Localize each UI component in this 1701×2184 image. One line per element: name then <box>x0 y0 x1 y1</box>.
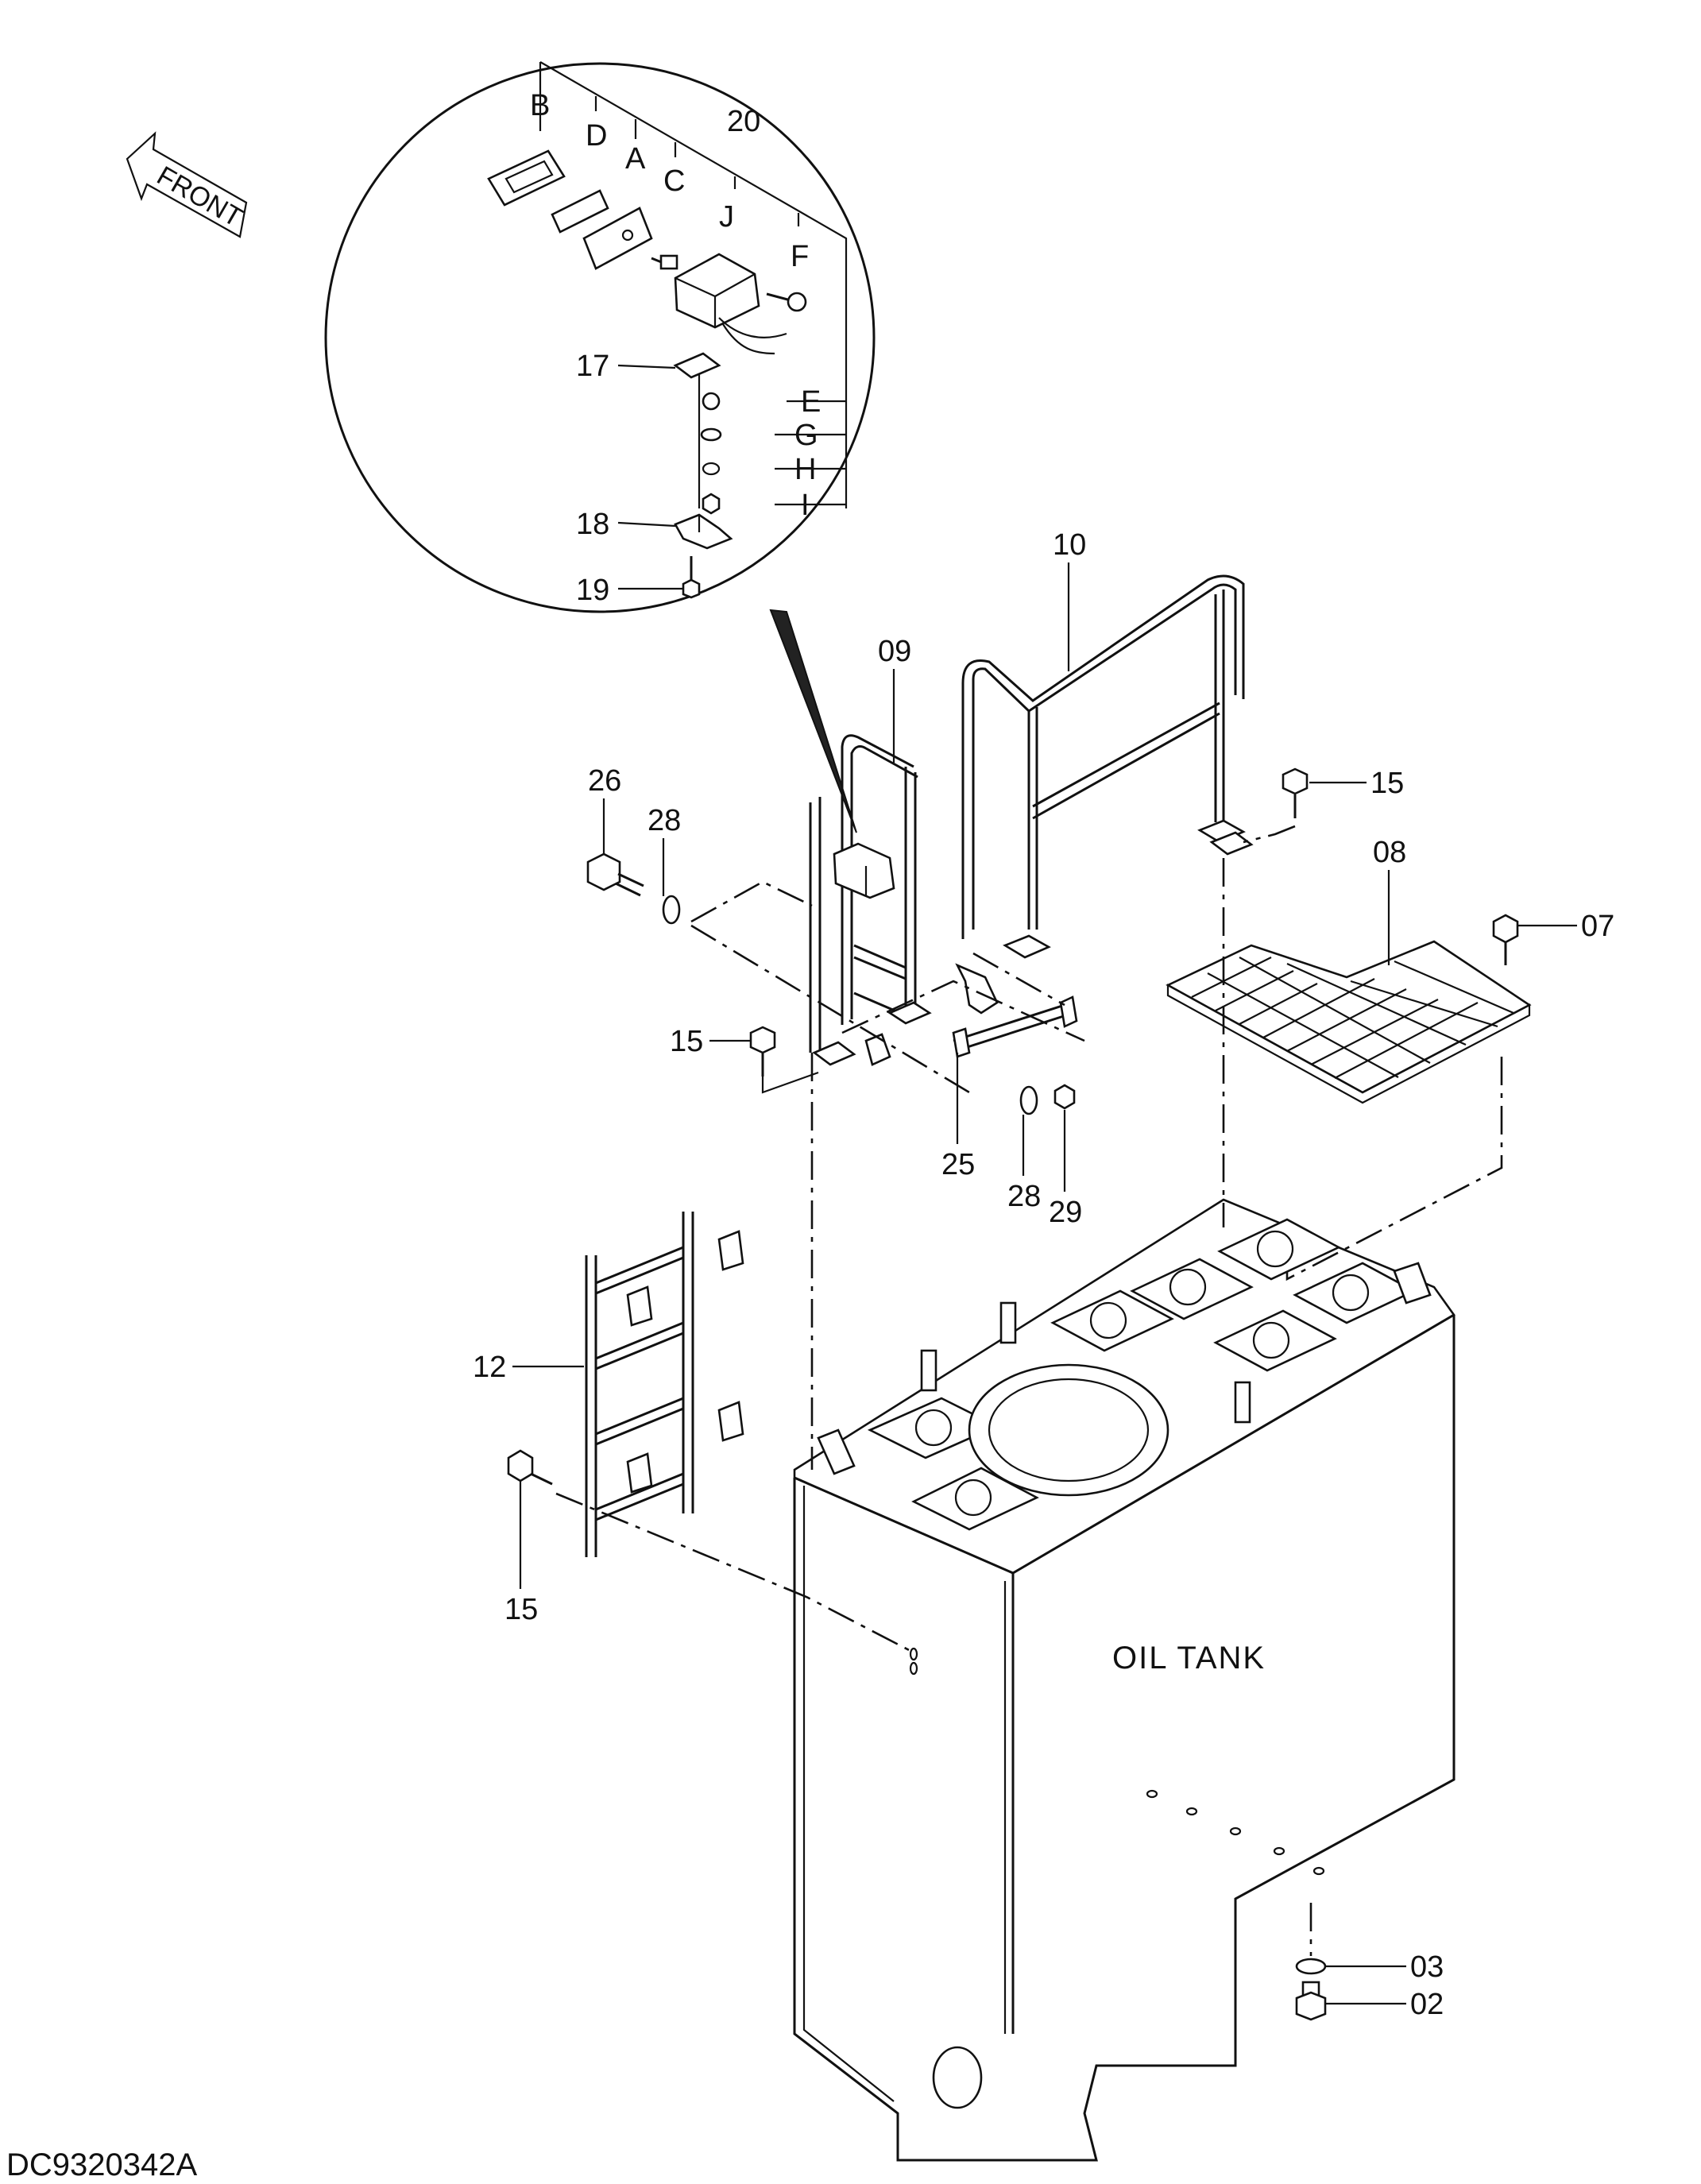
detail-label-i: I <box>801 489 810 522</box>
oil-tank: OIL TANK <box>793 1198 1456 2162</box>
part-a-plate <box>582 207 653 270</box>
tank-side-holes <box>909 1647 1325 1876</box>
drawing-code: DC9320342A <box>6 2147 197 2182</box>
bolt-15-mid <box>749 1026 776 1077</box>
detail-label-c: C <box>663 164 685 198</box>
detail-label-f: F <box>791 240 809 273</box>
callout-28-left: 28 <box>648 804 681 837</box>
detail-label-18: 18 <box>576 508 609 541</box>
part-b-bezel <box>487 149 566 207</box>
callout-07: 07 <box>1581 910 1614 943</box>
part-g-washer <box>700 427 722 442</box>
detail-label-20: 20 <box>727 105 760 138</box>
callout-15-mid: 15 <box>670 1025 703 1058</box>
part-j-switch-body <box>674 253 787 355</box>
detail-label-g: G <box>794 419 818 452</box>
part-e-washer <box>702 392 721 411</box>
washer-28-right <box>1019 1085 1038 1115</box>
part-18-bracket <box>674 513 733 550</box>
assembly-lines <box>555 825 1503 1956</box>
part-17-clip <box>673 352 721 379</box>
front-arrow-icon: FRONT <box>126 131 247 238</box>
switch-box <box>833 842 895 899</box>
bar-25 <box>952 963 1078 1058</box>
callout-15-ladder: 15 <box>505 1593 538 1626</box>
detail-label-17: 17 <box>576 350 609 383</box>
handrail-ladder-09 <box>809 734 932 1066</box>
ladder-12 <box>585 1212 744 1557</box>
detail-magnifier: B D A C 20 J F 17 E G H I 18 19 <box>324 61 876 833</box>
front-label: FRONT <box>152 160 247 233</box>
callout-28-right: 28 <box>1007 1180 1041 1213</box>
callout-03: 03 <box>1410 1950 1444 1984</box>
nut-29 <box>1053 1084 1076 1110</box>
callout-08: 08 <box>1373 836 1406 869</box>
callout-25: 25 <box>941 1148 975 1181</box>
bolt-15-right <box>1282 767 1309 818</box>
callout-12: 12 <box>473 1351 506 1384</box>
oil-tank-label: OIL TANK <box>1112 1641 1266 1676</box>
part-f-screw <box>766 292 807 312</box>
callout-15-right: 15 <box>1370 767 1404 800</box>
part-callouts: 26 28 09 10 15 08 07 15 25 28 29 12 15 0… <box>473 528 1614 2021</box>
detail-pointer <box>769 609 857 833</box>
part-i-nut <box>702 493 721 515</box>
washer-28-left <box>662 895 681 925</box>
callout-29: 29 <box>1049 1196 1082 1229</box>
plug-02 <box>1295 1981 1327 2021</box>
tank-main-flange <box>968 1363 1169 1497</box>
handrail-10 <box>961 574 1246 959</box>
part-d-gasket <box>551 189 609 234</box>
callout-10: 10 <box>1053 528 1086 562</box>
detail-label-h: H <box>794 453 816 486</box>
callout-26: 26 <box>588 764 621 798</box>
washer-03 <box>1295 1958 1327 1975</box>
detail-label-j: J <box>719 200 734 234</box>
detail-label-a: A <box>625 142 646 176</box>
bolt-26 <box>586 852 644 897</box>
detail-label-b: B <box>530 89 550 122</box>
part-c-bolt <box>651 254 678 270</box>
grating-08 <box>1166 940 1532 1104</box>
callout-09: 09 <box>878 635 911 668</box>
part-h-lockwasher <box>702 462 721 476</box>
part-19-bolt <box>682 556 701 599</box>
detail-label-e: E <box>801 385 821 419</box>
callout-02: 02 <box>1410 1988 1444 2021</box>
bracket-15-right <box>1209 831 1254 856</box>
bolt-15-ladder <box>507 1449 553 1486</box>
bolt-07 <box>1492 914 1519 965</box>
detail-label-d: D <box>586 119 607 153</box>
tank-drain-flange <box>932 2046 983 2109</box>
detail-label-19: 19 <box>576 574 609 607</box>
